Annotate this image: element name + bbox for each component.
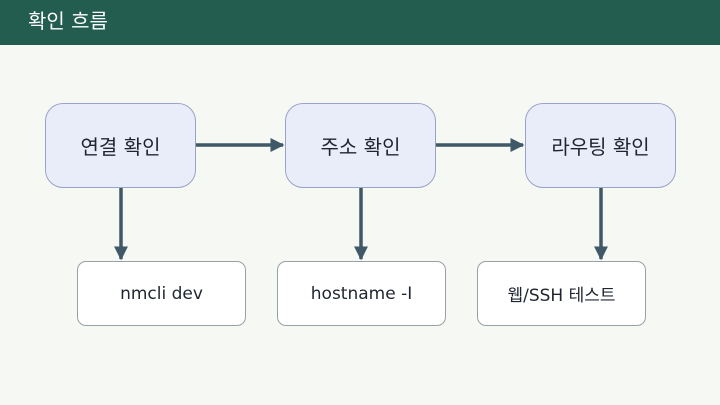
step-node-routing: 라우팅 확인 — [525, 103, 676, 188]
detail-label: hostname -I — [310, 283, 413, 304]
step-node-address: 주소 확인 — [285, 103, 436, 188]
flow-diagram: 연결 확인 주소 확인 라우팅 확인 nmcli dev hostname -I… — [0, 45, 720, 405]
step-label: 연결 확인 — [80, 135, 161, 159]
detail-node-nmcli: nmcli dev — [77, 261, 246, 326]
detail-label: 웹/SSH 테스트 — [507, 286, 616, 306]
step-node-connection: 연결 확인 — [45, 103, 196, 188]
step-label: 주소 확인 — [320, 135, 401, 159]
detail-node-web-ssh: 웹/SSH 테스트 — [477, 261, 646, 326]
step-label: 라우팅 확인 — [551, 135, 650, 159]
title-bar: 확인 흐름 — [0, 0, 720, 45]
detail-node-hostname: hostname -I — [277, 261, 446, 326]
detail-label: nmcli dev — [120, 283, 203, 304]
diagram-connectors — [114, 138, 608, 261]
page-title: 확인 흐름 — [28, 9, 108, 33]
